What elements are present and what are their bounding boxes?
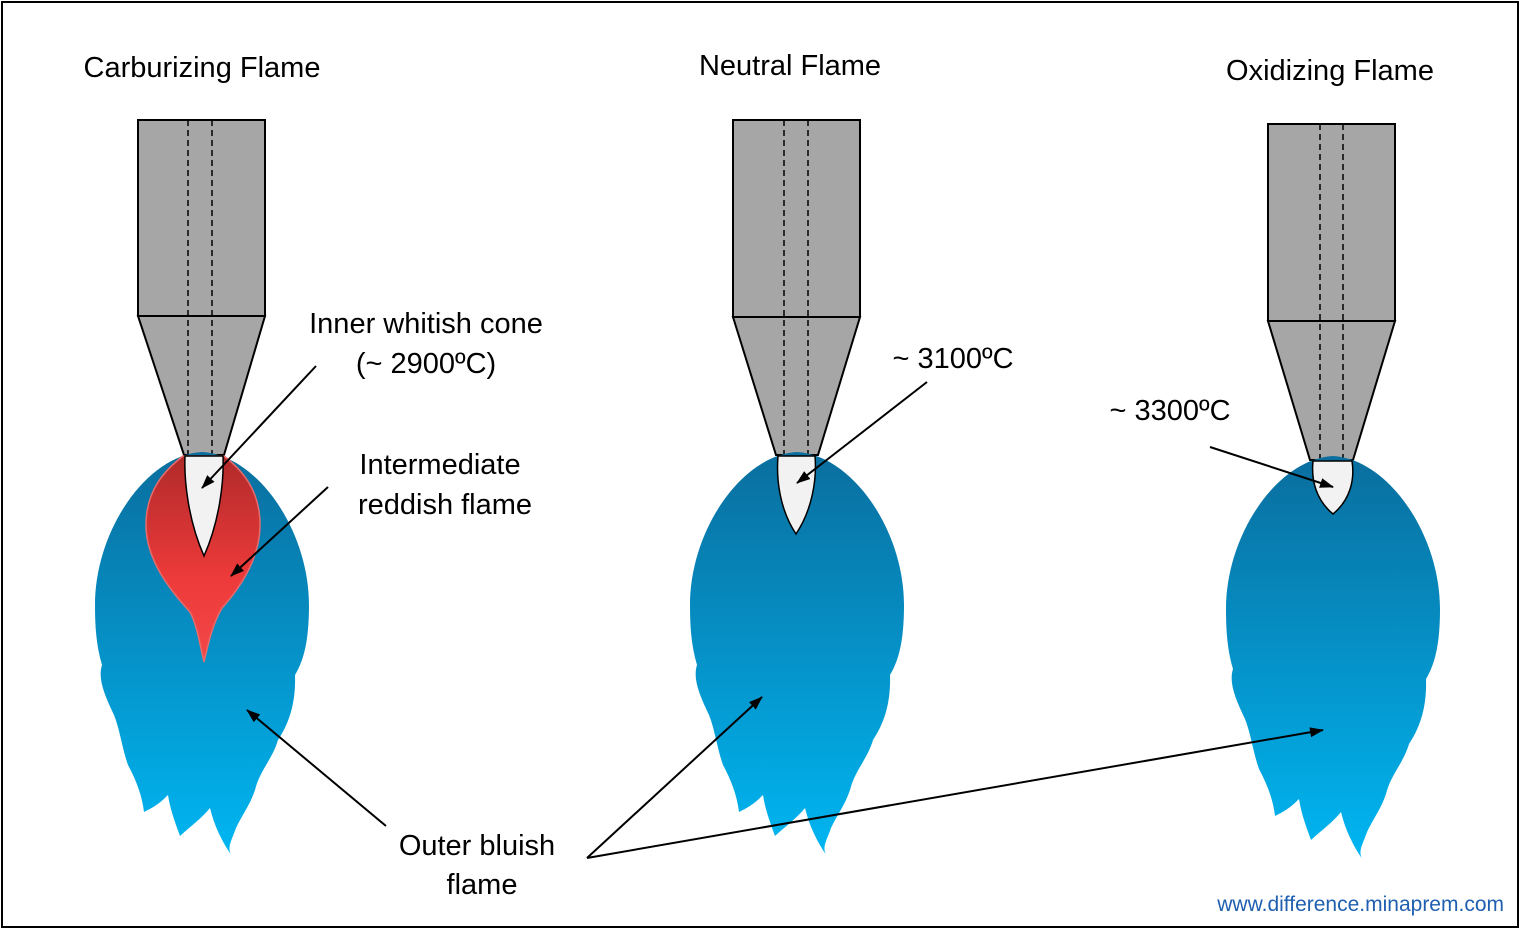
neutral-temp-arrow (796, 381, 928, 484)
intermediate-label-line2: reddish flame (358, 489, 532, 521)
intermediate-arrow (230, 486, 329, 577)
oxidizing-title: Oxidizing Flame (1226, 55, 1434, 87)
inner-cone-label-line1: Inner whitish cone (309, 308, 543, 340)
outer-arrow-carburizing (246, 709, 387, 827)
oxidizing-torch-tip (1266, 123, 1397, 461)
outer-label-line2: flame (447, 869, 518, 901)
outer-arrow-oxidizing (586, 727, 1324, 859)
neutral-title: Neutral Flame (699, 50, 881, 82)
oxidizing-temp-label: ~ 3300ºC (1109, 395, 1230, 427)
outer-arrow-neutral (586, 696, 763, 859)
oxidizing-outer-flame (1226, 456, 1440, 860)
inner-cone-label-line2: (~ 2900ºC) (356, 348, 496, 380)
inner-cone-arrow (201, 365, 317, 489)
carburizing-flame-group: Carburizing Flame Inner whitish cone (~ … (84, 52, 543, 856)
carburizing-torch-tip (136, 119, 267, 456)
neutral-flame-group: Neutral Flame ~ 3100ºC (690, 50, 1014, 856)
watermark-text: www.difference.minaprem.com (1216, 893, 1504, 916)
carburizing-title: Carburizing Flame (84, 52, 321, 84)
outer-label-line1: Outer bluish (399, 830, 555, 862)
neutral-torch-tip (731, 119, 862, 456)
intermediate-label-line1: Intermediate (359, 449, 520, 481)
outer-flame-annotation: Outer bluish flame (246, 696, 1324, 901)
neutral-temp-label: ~ 3100ºC (892, 343, 1013, 375)
oxidizing-temp-arrow (1209, 446, 1334, 488)
carburizing-intermediate-flame (145, 455, 261, 663)
oxidizing-flame-group: Oxidizing Flame ~ 3300ºC (1109, 55, 1440, 860)
